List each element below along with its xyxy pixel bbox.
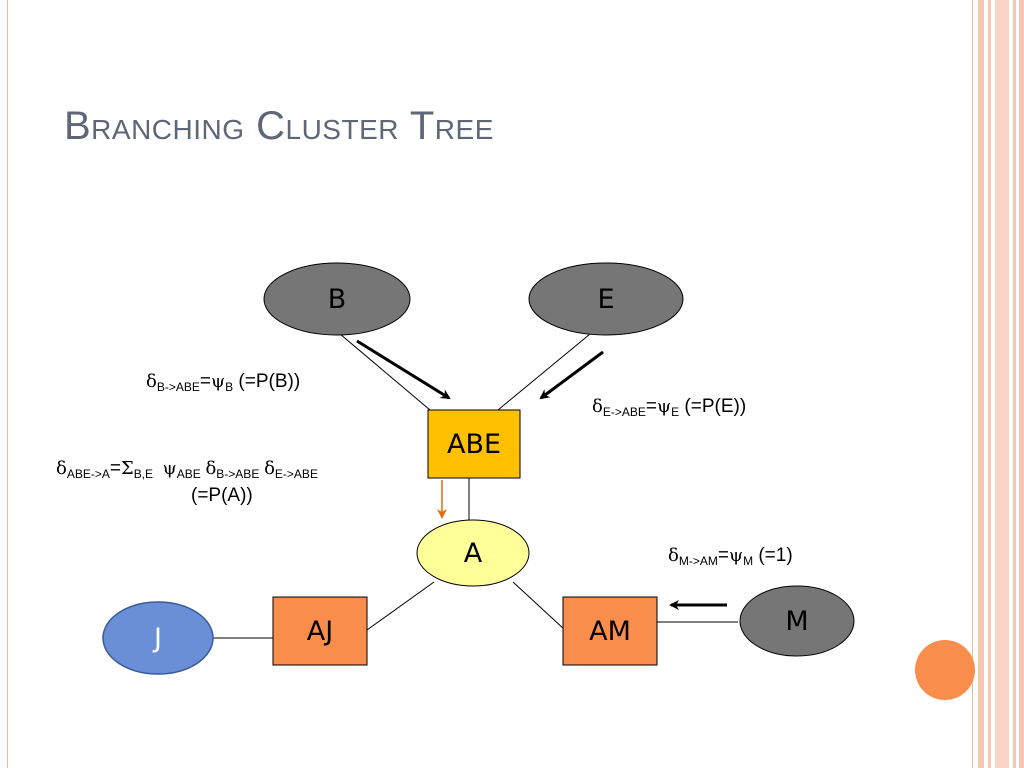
- psi-symbol: ψ: [728, 545, 744, 566]
- node-am-label: AM: [589, 616, 631, 647]
- node-e-label: E: [597, 284, 614, 315]
- delta-symbol: δ: [668, 545, 679, 566]
- psi-symbol: ψ: [210, 371, 226, 392]
- delta-symbol: δ: [264, 458, 275, 479]
- slide-frame: [7, 0, 973, 768]
- message-abe-to-a-result: (=P(A)): [191, 485, 253, 506]
- arrow-b-to-abe: [356, 339, 451, 400]
- node-aj-box: [272, 596, 368, 666]
- node-e-ellipse: [528, 262, 684, 336]
- sigma-symbol: Σ: [120, 458, 134, 479]
- decorative-stripes: [978, 0, 1024, 768]
- edge-e-abe: [497, 333, 591, 411]
- node-j-ellipse: [102, 601, 214, 675]
- message-b-to-abe: δB->ABE=ψB (=P(B)): [146, 371, 301, 394]
- delta-symbol: δ: [592, 396, 603, 417]
- edge-b-abe: [339, 333, 431, 411]
- node-j-label: J: [152, 623, 162, 654]
- message-e-to-abe: δE->ABE=ψE (=P(E)): [592, 396, 747, 419]
- decorative-dot: [915, 640, 975, 700]
- node-aj-label: AJ: [307, 616, 333, 647]
- edge-a-am: [512, 581, 566, 631]
- arrow-e-to-abe: [539, 350, 604, 400]
- node-m-ellipse: [739, 585, 855, 657]
- slide-title: Branching Cluster Tree: [64, 104, 494, 148]
- node-m-label: M: [785, 606, 808, 637]
- message-m-to-am: δM->AM=ψM (=1): [668, 545, 793, 568]
- message-abe-to-a: δABE->A=ΣB,E ψABE δB->ABE δE->ABE: [56, 458, 318, 481]
- node-a-label: A: [464, 538, 483, 569]
- delta-symbol: δ: [146, 371, 157, 392]
- psi-symbol: ψ: [162, 458, 177, 479]
- delta-symbol: δ: [205, 458, 217, 479]
- edge-a-aj: [366, 581, 435, 631]
- node-abe-label: ABE: [447, 429, 501, 460]
- delta-symbol: δ: [56, 458, 67, 479]
- node-am-box: [562, 596, 658, 666]
- psi-symbol: ψ: [656, 396, 672, 417]
- node-b-label: B: [328, 284, 347, 315]
- node-a-ellipse: [416, 519, 530, 587]
- node-b-ellipse: [263, 262, 411, 336]
- node-abe-box: [427, 409, 521, 479]
